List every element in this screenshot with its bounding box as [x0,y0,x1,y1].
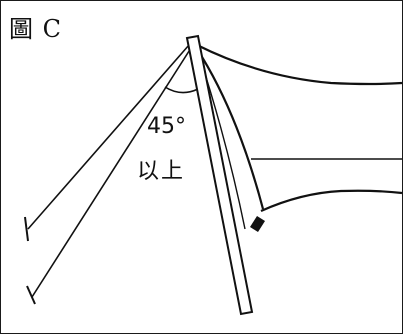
guy-line-lower [31,47,192,298]
angle-value-label: 45° [147,114,186,139]
stake-lower [26,285,36,305]
tent-pole [185,34,254,316]
stake-upper [24,216,29,242]
angle-arc [164,86,199,94]
angle-note-label: 以上 [137,159,186,184]
figure-label: 圖 C [9,15,62,43]
tarp-top-edge [196,44,403,86]
guy-line-upper [27,44,190,230]
tarp-corner-patch [250,216,265,232]
tarp-bottom-edge [260,189,403,213]
tarp-front-curve [196,48,265,210]
